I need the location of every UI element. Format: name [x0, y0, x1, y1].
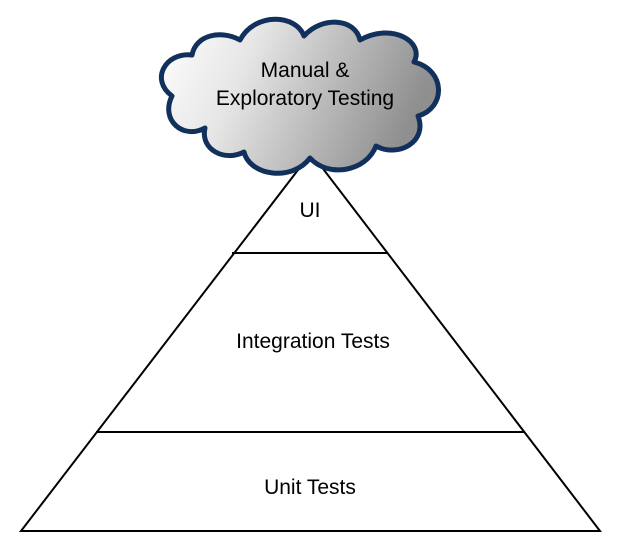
cloud-label-line1: Manual &: [261, 59, 350, 82]
pyramid-top-label: UI: [300, 199, 321, 222]
cloud: Manual & Exploratory Testing: [159, 16, 441, 176]
pyramid-outline: [18, 151, 603, 532]
cloud-shape: [159, 16, 441, 176]
cloud-label-line2: Exploratory Testing: [216, 87, 394, 110]
pyramid: UI Integration Tests Unit Tests: [18, 151, 603, 532]
pyramid-middle-label: Integration Tests: [236, 330, 390, 353]
pyramid-bottom-label: Unit Tests: [264, 476, 356, 499]
